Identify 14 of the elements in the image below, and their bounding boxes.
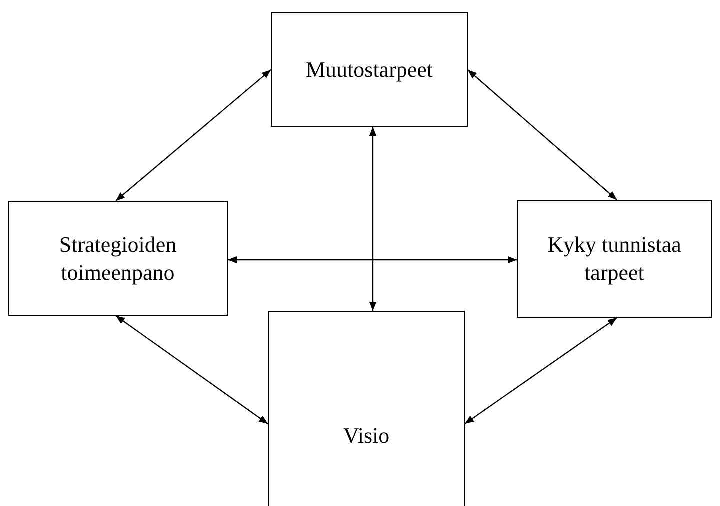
process-box bbox=[517, 200, 712, 318]
box-label: Visio bbox=[342, 422, 391, 450]
process-box bbox=[271, 12, 468, 127]
double-arrow bbox=[228, 256, 517, 264]
box-label: Strategioiden toimeenpano bbox=[58, 230, 178, 286]
double-arrow bbox=[116, 70, 272, 202]
double-arrow bbox=[468, 70, 618, 200]
box-label: Muutostarpeet bbox=[304, 56, 434, 84]
double-arrow bbox=[369, 127, 377, 311]
double-arrow bbox=[116, 316, 268, 424]
process-box bbox=[268, 311, 465, 506]
process-box bbox=[8, 201, 228, 316]
double-arrow bbox=[464, 318, 618, 424]
box-label: Kyky tunnistaa tarpeet bbox=[546, 231, 682, 287]
